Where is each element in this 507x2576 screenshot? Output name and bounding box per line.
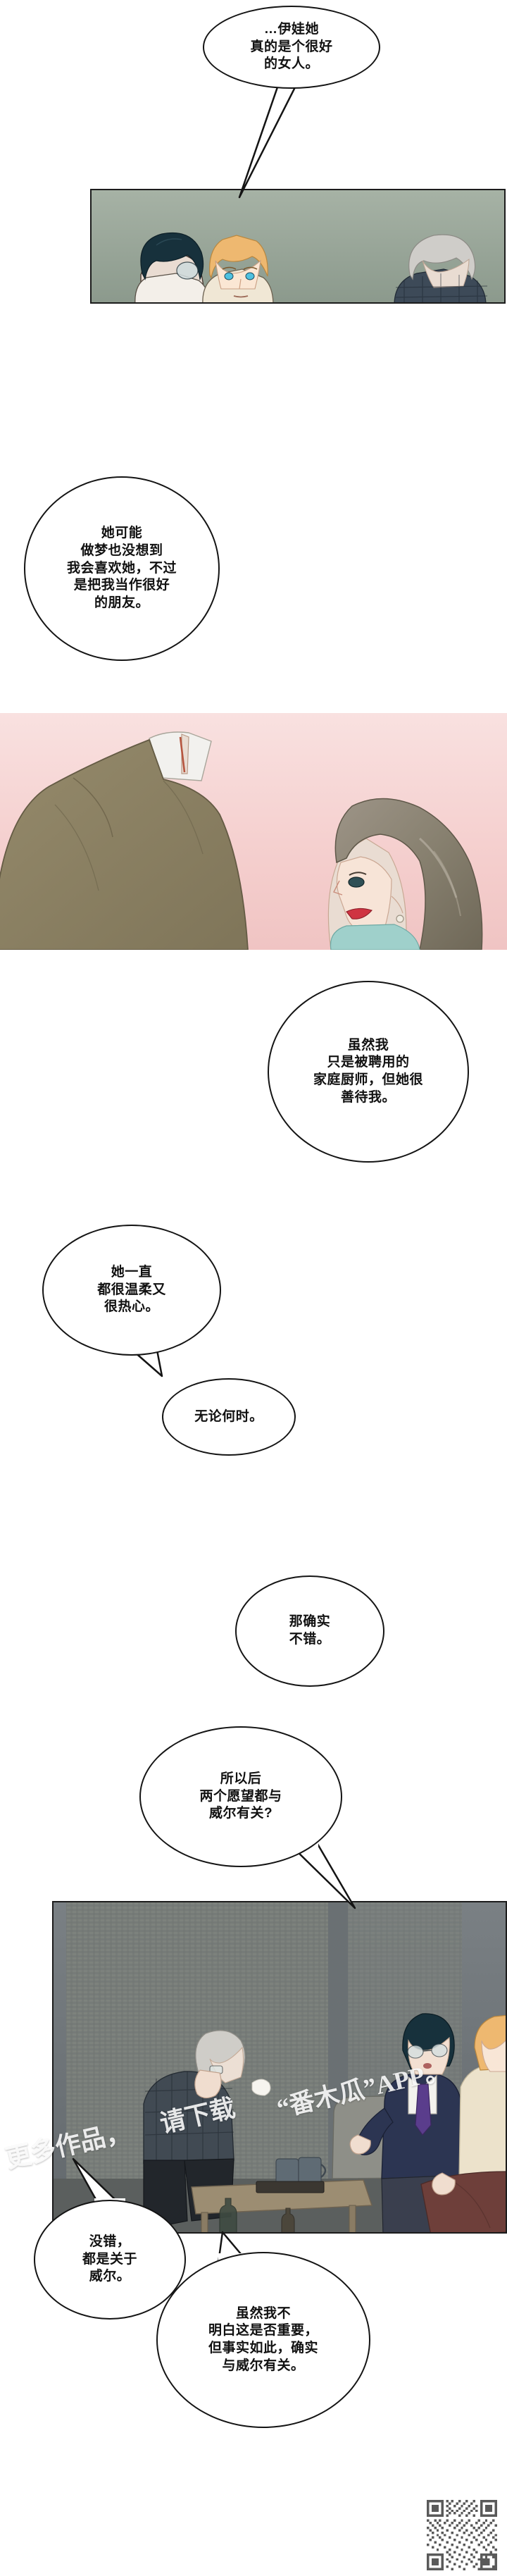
speech-bubble-7: 所以后 两个愿望都与 威尔有关? [139, 1726, 342, 1867]
comic-panel-2 [0, 713, 507, 950]
speech-bubble-3-text: 虽然我 只是被聘用的 家庭厨师，但她很 善待我。 [313, 1037, 423, 1105]
speech-bubble-9: 虽然我不 明白这是否重要， 但事实如此，确实 与威尔有关。 [156, 2252, 370, 2428]
speech-bubble-3: 虽然我 只是被聘用的 家庭厨师，但她很 善待我。 [268, 981, 469, 1163]
speech-bubble-1-text: …伊娃她 真的是个很好 的女人。 [250, 21, 333, 72]
speech-bubble-5: 无论何时。 [162, 1378, 296, 1456]
character-man-in-tan-coat [0, 731, 249, 950]
character-black-haired-man [134, 232, 211, 302]
speech-bubble-1: …伊娃她 真的是个很好 的女人。 [203, 6, 380, 89]
character-grey-haired-man [394, 234, 488, 302]
speech-bubble-6: 那确实 不错。 [235, 1575, 384, 1687]
character-blond-young-man [202, 235, 274, 302]
speech-bubble-6-text: 那确实 不错。 [289, 1614, 331, 1647]
speech-bubble-2: 她可能 做梦也没想到 我会喜欢她，不过 是把我当作很好 的朋友。 [24, 476, 220, 661]
speech-bubble-9-text: 虽然我不 明白这是否重要， 但事实如此，确实 与威尔有关。 [208, 2305, 318, 2373]
panel-1-artwork [92, 190, 504, 302]
panel-3-artwork [54, 1902, 506, 2232]
panel-2-artwork [0, 713, 507, 950]
speech-bubble-8: 没错， 都是关于 威尔。 [34, 2200, 186, 2320]
speech-bubble-8-text: 没错， 都是关于 威尔。 [82, 2234, 137, 2284]
character-blond-young-man-seated [420, 2014, 506, 2232]
speech-bubble-4: 她一直 都很温柔又 很热心。 [42, 1225, 221, 1356]
speech-bubble-1-tail [238, 78, 300, 199]
comic-panel-1 [90, 189, 506, 304]
speech-bubble-5-text: 无论何时。 [194, 1408, 263, 1424]
comic-panel-3 [52, 1901, 507, 2234]
prop-coffee-table [191, 2157, 373, 2232]
speech-bubble-4-text: 她一直 都很温柔又 很热心。 [97, 1264, 166, 1315]
speech-bubble-2-text: 她可能 做梦也没想到 我会喜欢她，不过 是把我当作很好 的朋友。 [66, 526, 177, 611]
character-long-haired-woman [327, 798, 483, 950]
qr-code[interactable] [425, 2500, 499, 2570]
character-black-haired-man-seated [349, 2013, 465, 2232]
speech-bubble-7-text: 所以后 两个愿望都与 威尔有关? [199, 1771, 282, 1821]
